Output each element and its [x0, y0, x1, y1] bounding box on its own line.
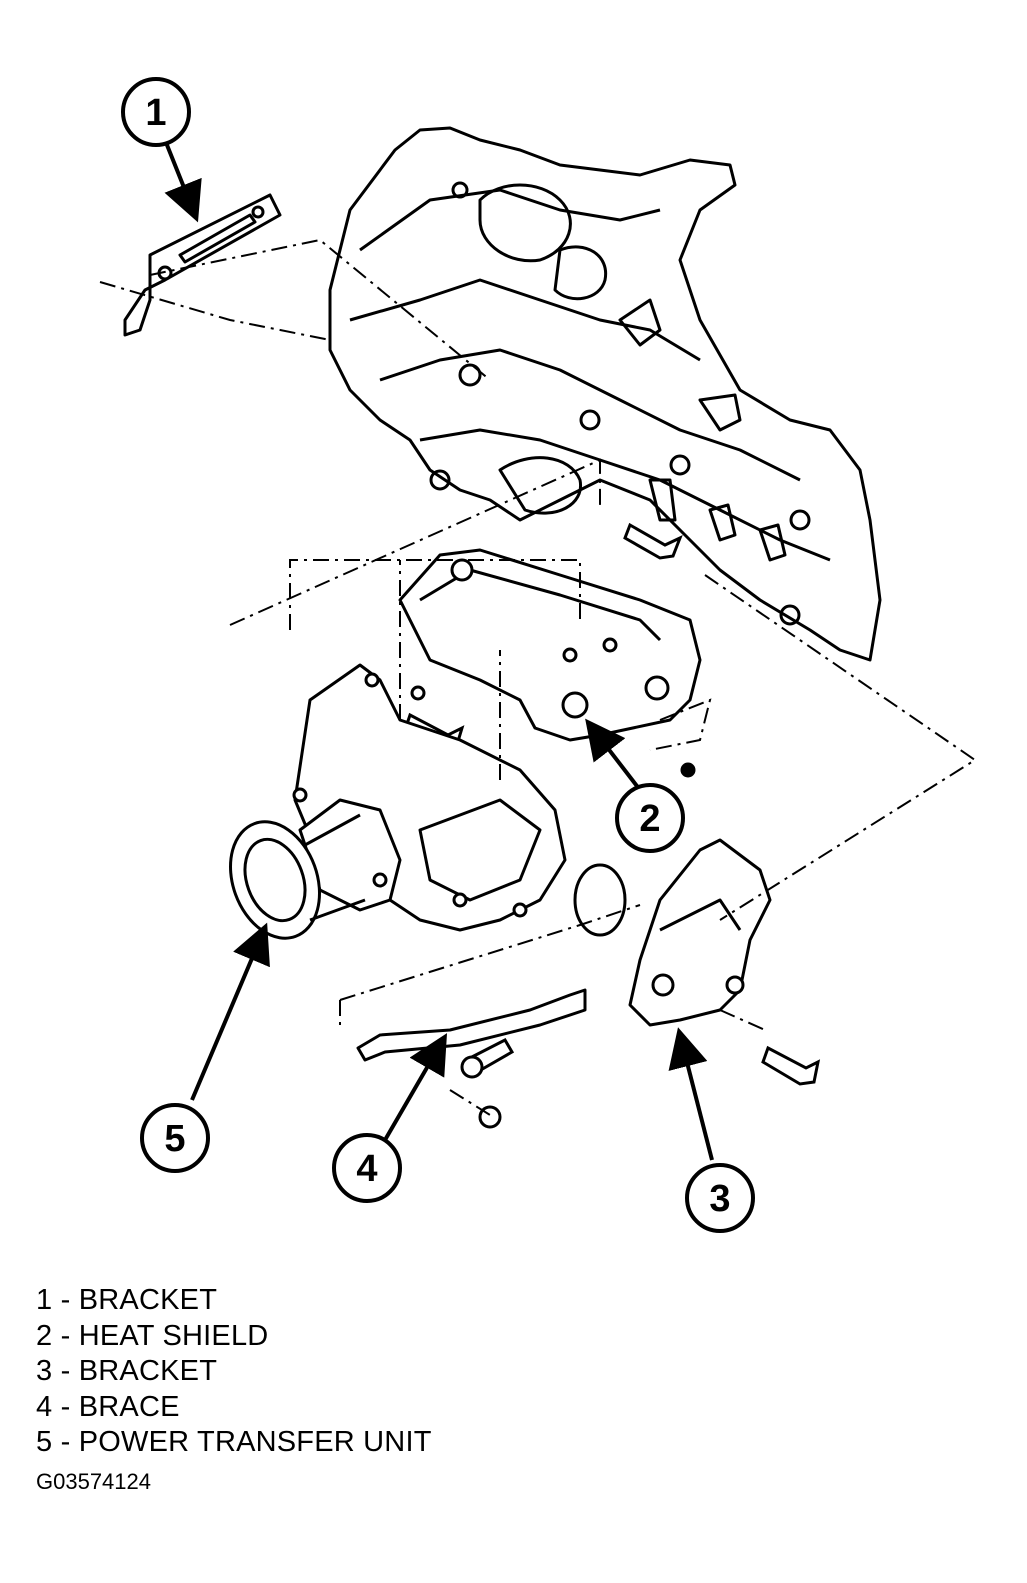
legend-label: BRACE	[78, 1390, 180, 1423]
legend-label: POWER TRANSFER UNIT	[78, 1426, 432, 1458]
legend-item-5: 5 - POWER TRANSFER UNIT	[36, 1425, 432, 1461]
svg-text:5: 5	[164, 1118, 185, 1160]
bracket-1	[123, 193, 282, 337]
alignment-lines	[99, 238, 977, 1116]
legend-separator: -	[60, 1355, 71, 1387]
legend-separator: -	[60, 1390, 71, 1423]
legend-item-2: 2 - HEAT SHIELD	[36, 1319, 432, 1355]
callout-3: 3	[685, 1163, 755, 1233]
svg-text:4: 4	[356, 1148, 377, 1190]
heat-shield-2	[398, 548, 702, 742]
callout-arrows	[163, 139, 714, 1161]
callout-2: 2	[615, 783, 685, 853]
legend-separator: -	[60, 1284, 71, 1316]
callout-1: 1	[121, 77, 191, 147]
legend-number: 2	[36, 1319, 53, 1352]
bracket-3	[628, 838, 772, 1027]
exploded-view-diagram: 1 2 3 4 5	[99, 77, 977, 1233]
legend-item-1: 1 - BRACKET	[36, 1283, 432, 1319]
legend-label: HEAT SHIELD	[78, 1319, 269, 1352]
figure-id: G03574124	[36, 1469, 151, 1494]
legend-label: BRACKET	[78, 1355, 218, 1387]
legend-number: 3	[36, 1355, 53, 1387]
legend-item-3: 3 - BRACKET	[36, 1354, 432, 1390]
legend-number: 5	[36, 1426, 53, 1458]
legend-separator: -	[60, 1426, 71, 1458]
svg-text:1: 1	[145, 92, 166, 134]
svg-text:2: 2	[639, 798, 660, 840]
legend-number: 4	[36, 1390, 53, 1423]
callout-5: 5	[140, 1103, 210, 1173]
legend-separator: -	[60, 1319, 71, 1352]
svg-text:3: 3	[709, 1178, 730, 1220]
brace-4	[356, 988, 587, 1062]
transaxle-housing	[328, 126, 882, 662]
power-transfer-unit-5	[229, 663, 627, 940]
parts-legend: 1 - BRACKET 2 - HEAT SHIELD 3 - BRACKET …	[36, 1283, 432, 1461]
legend-label: BRACKET	[78, 1284, 218, 1316]
legend-number: 1	[36, 1284, 53, 1316]
callout-4: 4	[332, 1133, 402, 1203]
legend-item-4: 4 - BRACE	[36, 1390, 432, 1426]
